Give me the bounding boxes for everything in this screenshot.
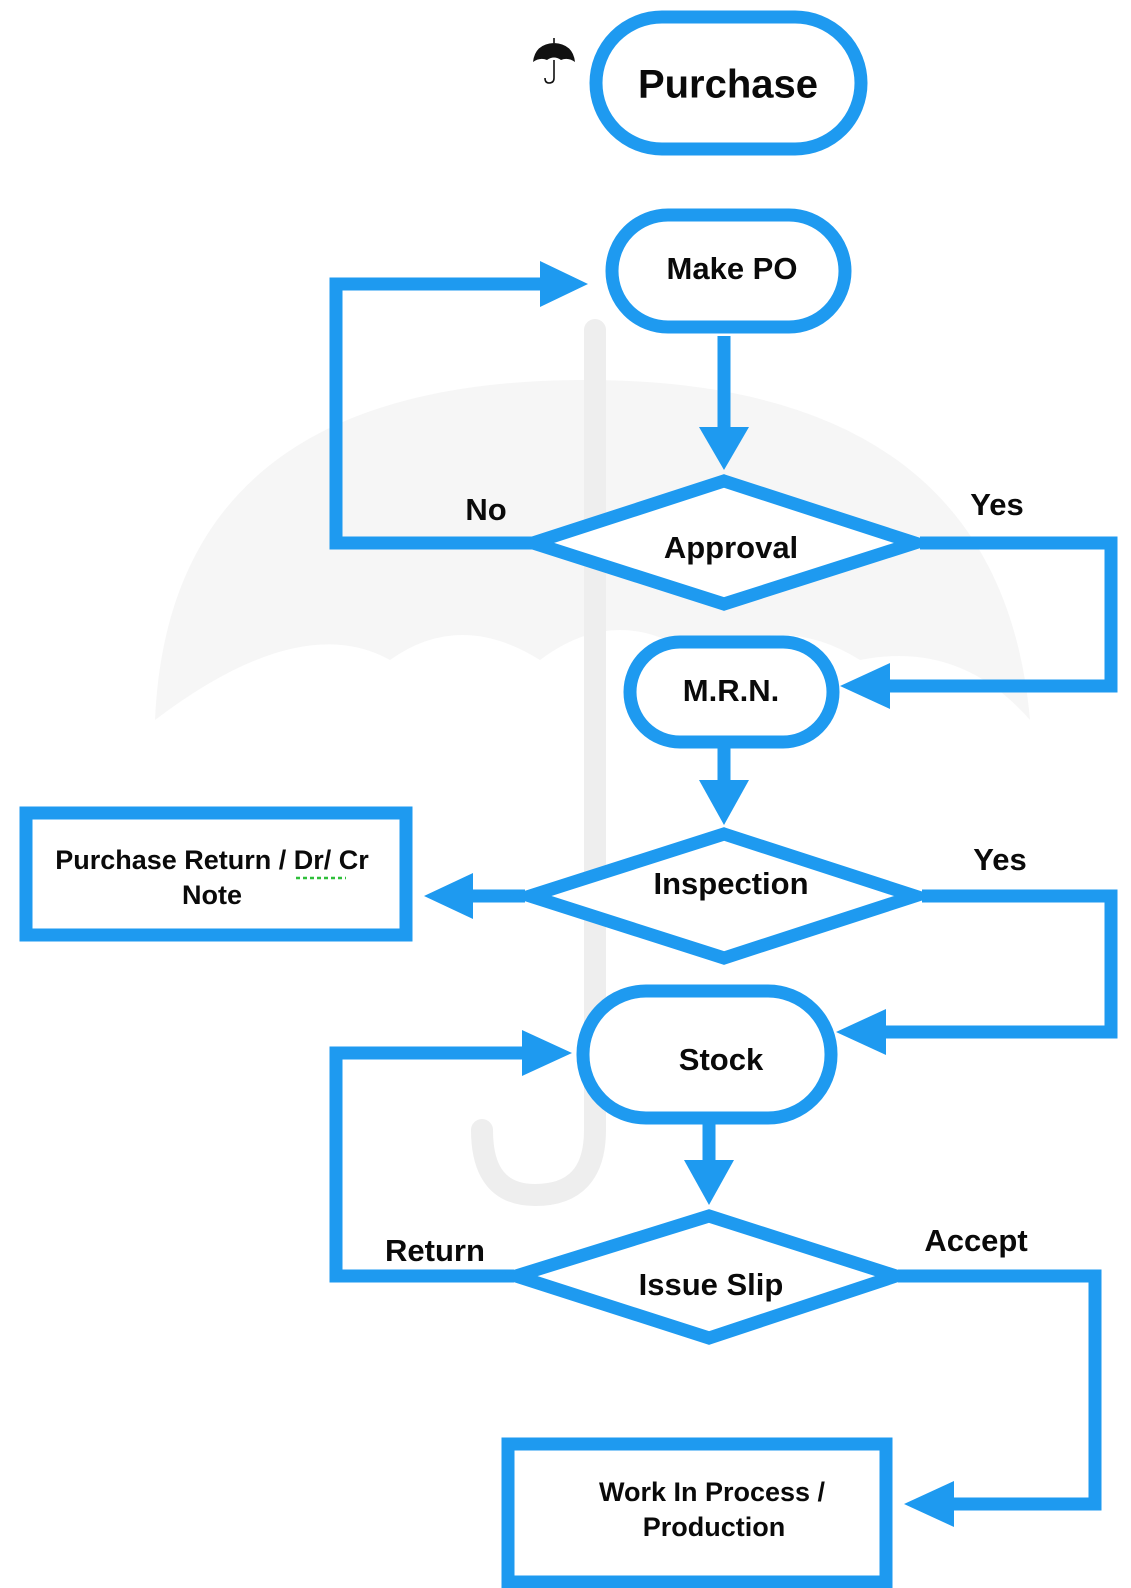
umbrella-icon [533,38,575,84]
arrowhead-approval [699,427,749,470]
arrowhead-stock-return [522,1030,572,1076]
arrowhead-mrn [840,663,890,709]
connector-approval-yes [884,536,1118,693]
node-approval: Approval [511,474,937,611]
arrowhead-issueslip [684,1160,734,1205]
edge-label-issue-return: Return [385,1233,485,1268]
edge-label-approval-yes: Yes [970,487,1023,522]
arrowhead-wip [904,1481,954,1527]
edge-label-approval-no: No [465,492,506,527]
node-approval-label: Approval [664,530,798,565]
arrowhead-purchase-return [424,873,473,919]
node-purchase-return-label-line1: Purchase Return / Dr/ Cr [55,845,369,875]
node-stock-label: Stock [679,1042,764,1077]
connectors [329,261,1118,1527]
node-inspection-label: Inspection [653,866,808,901]
arrowhead-stock [836,1009,886,1055]
arrowhead-makepo [540,261,588,307]
node-purchase: Purchase [589,10,868,156]
node-purchase-return: Purchase Return / Dr/ Cr Note [19,806,413,942]
node-work-in-process: Work In Process / Production [501,1437,893,1588]
node-issue-slip-label: Issue Slip [639,1267,784,1302]
node-issue-slip: Issue Slip [494,1209,917,1345]
node-inspection: Inspection [508,827,937,965]
edge-label-inspection-yes: Yes [973,842,1026,877]
connector-issue-return [329,1046,528,1283]
node-make-po: Make PO [605,208,852,334]
node-purchase-return-label-line2: Note [182,880,242,910]
connector-approval-no [329,277,546,550]
node-stock: Stock [576,984,838,1125]
node-work-in-process-label-line1: Work In Process / [599,1477,826,1507]
connector-issue-accept [898,1269,1102,1511]
arrowhead-inspection [699,780,749,825]
node-make-po-label: Make PO [667,251,798,286]
node-mrn-label: M.R.N. [683,673,779,708]
diagram-title: Purchase [638,63,818,107]
edge-label-issue-accept: Accept [924,1223,1027,1258]
node-mrn: M.R.N. [623,635,840,749]
node-work-in-process-label-line2: Production [643,1512,786,1542]
connector-inspection-yes [880,889,1118,1039]
